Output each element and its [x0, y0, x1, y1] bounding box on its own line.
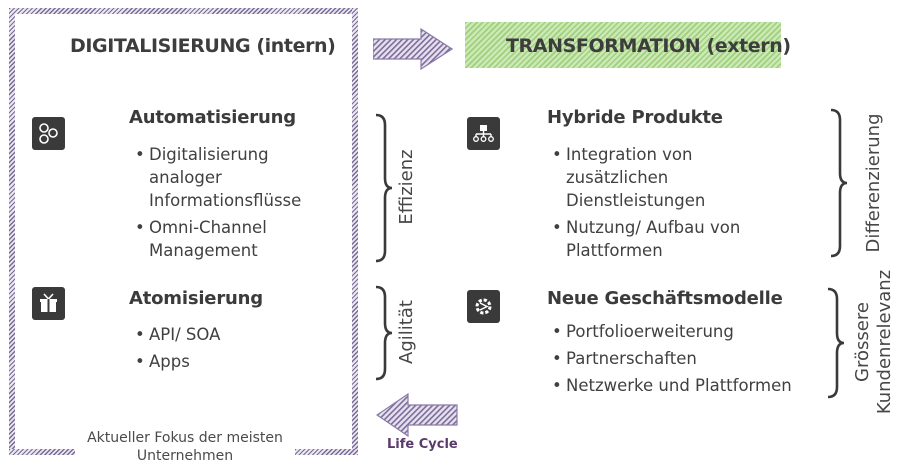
fokus-footnote: Aktueller Fokus der meisten Unternehmen: [87, 430, 283, 464]
box-icon: [32, 287, 65, 320]
arrow-right-icon: [373, 28, 453, 70]
effizienz-bracket: [375, 113, 393, 263]
agilitaet-bracket: [375, 285, 393, 381]
list-item: Omni-Channel Management: [135, 216, 335, 262]
atomisierung-title: Atomisierung: [129, 288, 263, 309]
differenzierung-bracket: [830, 108, 848, 258]
atomisierung-bullets: API/ SOA Apps: [135, 323, 335, 377]
differenzierung-label: Differenzierung: [863, 113, 884, 253]
automatisierung-bullets: Digitalisierung analoger Informationsflü…: [135, 143, 335, 266]
kundenrelevanz-label: Grössere Kundenrelevanz: [852, 269, 895, 415]
transformation-header-box: [465, 22, 781, 68]
list-item: Digitalisierung analoger Informationsflü…: [135, 143, 335, 212]
digitalisierung-header: DIGITALISIERUNG (intern): [70, 35, 336, 57]
list-item: Partnerschaften: [552, 347, 822, 370]
list-item: API/ SOA: [135, 323, 335, 346]
hybride-produkte-title: Hybride Produkte: [547, 107, 723, 128]
hybride-produkte-bullets: Integration von zusätzlichen Dienstleist…: [552, 143, 812, 266]
hierarchy-icon: [467, 117, 500, 150]
neue-geschaeftsmodelle-title: Neue Geschäftsmodelle: [547, 288, 783, 309]
effizienz-label: Effizienz: [396, 149, 417, 225]
automatisierung-title: Automatisierung: [129, 107, 296, 128]
network-icon: [32, 117, 65, 150]
agilitaet-label: Agilität: [396, 300, 417, 364]
list-item: Nutzung/ Aufbau von Plattformen: [552, 216, 812, 262]
arrow-left-icon: [376, 393, 458, 437]
list-item: Apps: [135, 350, 335, 373]
list-item: Netzwerke und Plattformen: [552, 374, 822, 397]
kundenrelevanz-bracket: [827, 287, 845, 399]
list-item: Integration von zusätzlichen Dienstleist…: [552, 143, 812, 212]
transformation-header: TRANSFORMATION (extern): [506, 35, 791, 57]
neue-geschaeftsmodelle-bullets: Portfolioerweiterung Partnerschaften Net…: [552, 320, 822, 401]
list-item: Portfolioerweiterung: [552, 320, 822, 343]
gear-icon: [467, 290, 500, 323]
lifecycle-label: Life Cycle: [387, 437, 458, 452]
